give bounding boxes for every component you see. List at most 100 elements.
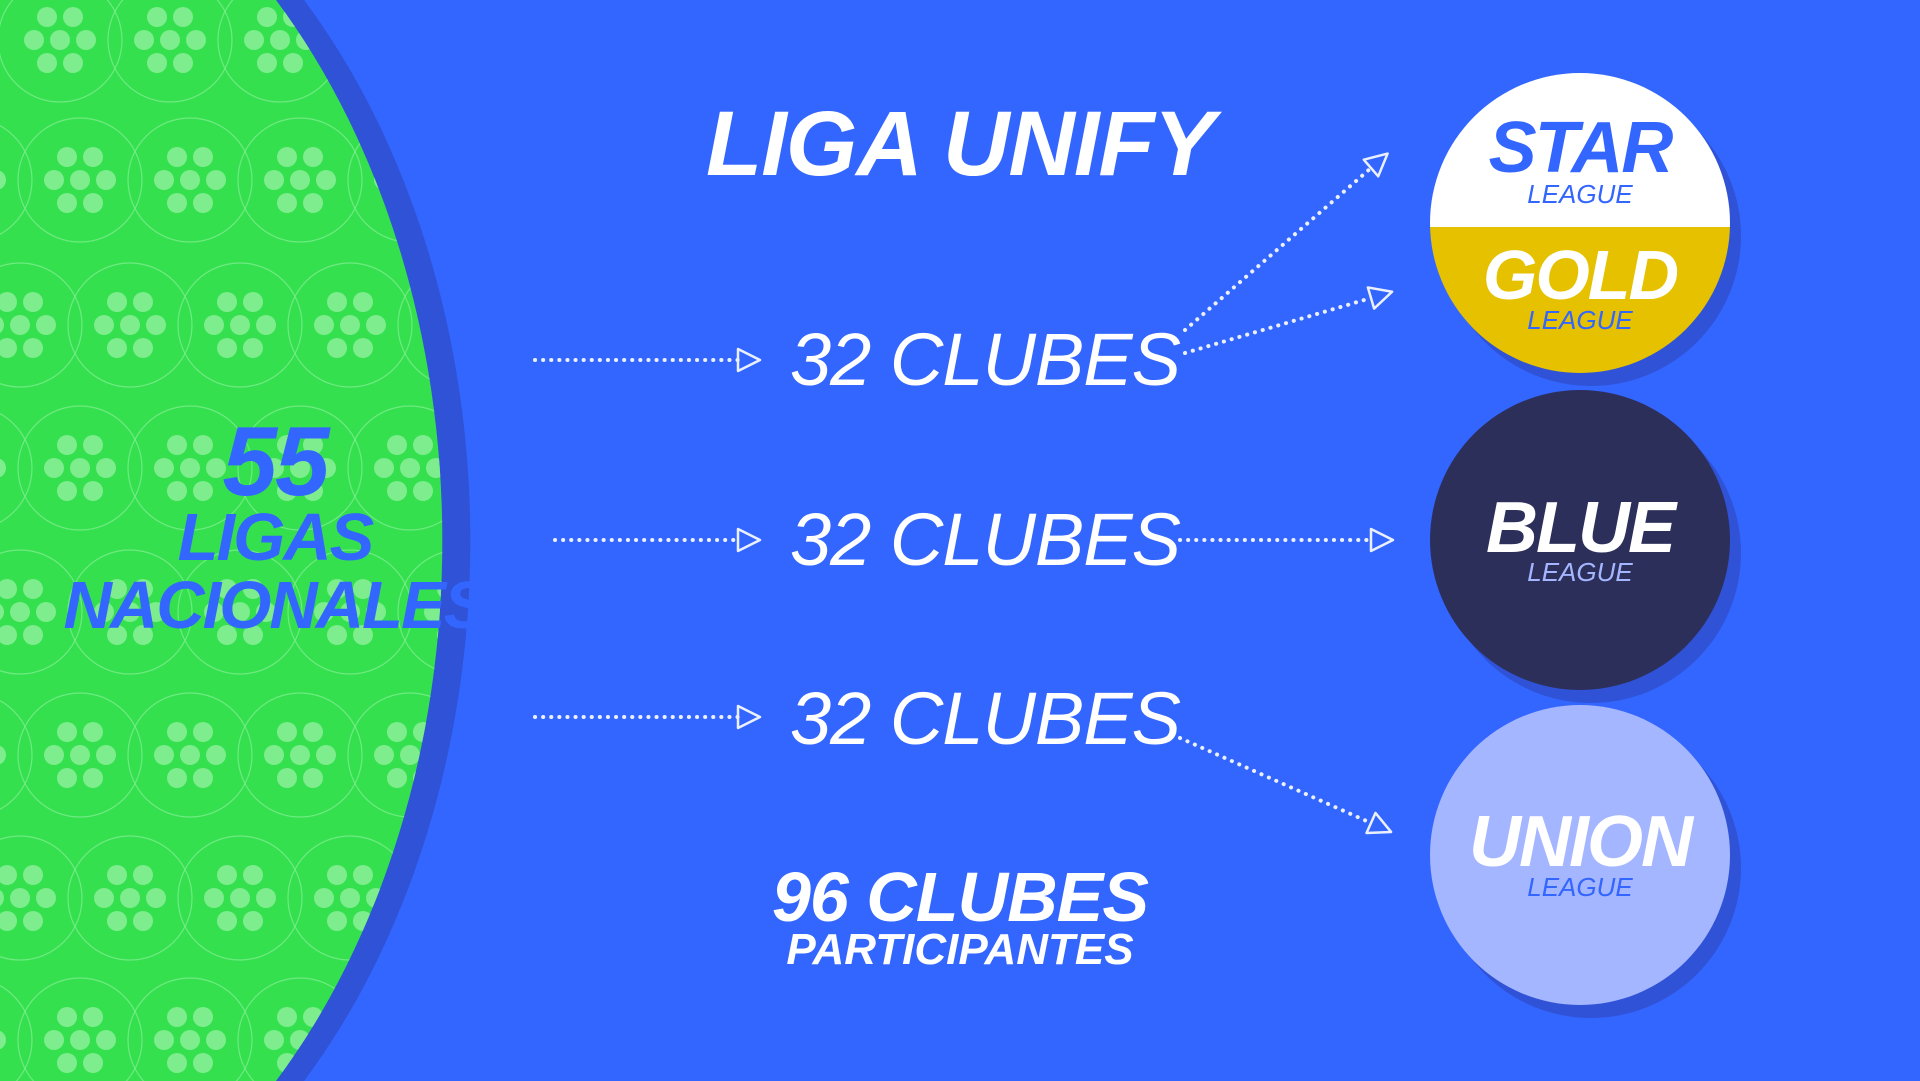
ball-dot — [107, 911, 127, 931]
ball-dot — [133, 338, 153, 358]
ball-dot — [57, 193, 77, 213]
ball-dot — [94, 315, 114, 335]
ball-dot — [277, 481, 297, 501]
ball-dot — [256, 602, 276, 622]
ball-dot — [277, 768, 297, 788]
ball-dot — [217, 625, 237, 645]
ball-dot — [76, 30, 96, 50]
ball-dot — [413, 1053, 433, 1073]
ball-outline — [107, 0, 233, 103]
blue-league-subtitle: LEAGUE — [1527, 557, 1633, 587]
ball-outline — [0, 692, 33, 818]
ball-dot — [243, 911, 263, 931]
ball-dot — [327, 911, 347, 931]
ball-dot — [206, 458, 226, 478]
ball-dot — [230, 888, 250, 908]
ball-dot — [290, 170, 310, 190]
ball-dot — [23, 865, 43, 885]
ball-dot — [154, 170, 174, 190]
ball-dot — [167, 147, 187, 167]
ball-dot — [0, 458, 6, 478]
ball-dot — [107, 338, 127, 358]
ball-dot — [366, 602, 386, 622]
ball-dot — [340, 602, 360, 622]
national-leagues-label-line1: LIGAS — [177, 500, 375, 575]
ball-dot — [270, 30, 290, 50]
ball-dot — [206, 745, 226, 765]
ball-dot — [193, 722, 213, 742]
ball-dot — [413, 193, 433, 213]
ball-dot — [413, 435, 433, 455]
ball-dot — [180, 745, 200, 765]
ball-dot — [180, 458, 200, 478]
ball-dot — [340, 888, 360, 908]
ball-dot — [424, 888, 443, 908]
ball-dot — [264, 1030, 284, 1050]
ball-dot — [107, 865, 127, 885]
ball-dot — [10, 602, 30, 622]
ball-dot — [340, 315, 360, 335]
ball-outline — [177, 835, 303, 961]
ball-dot — [70, 745, 90, 765]
national-leagues-count: 55 — [222, 406, 329, 516]
ball-dot — [36, 888, 56, 908]
ball-dot — [0, 338, 17, 358]
ball-dot — [426, 170, 443, 190]
ball-dot — [167, 1007, 187, 1027]
ball-dot — [36, 602, 56, 622]
ball-dot — [96, 458, 116, 478]
ball-dot — [327, 338, 347, 358]
ball-dot — [243, 865, 263, 885]
ball-dot — [83, 1053, 103, 1073]
ball-dot — [133, 625, 153, 645]
ball-dot — [400, 1030, 420, 1050]
ball-dot — [387, 722, 407, 742]
dotted-ball-icon — [0, 0, 483, 1081]
ball-dot — [167, 193, 187, 213]
ball-dot — [147, 53, 167, 73]
ball-dot — [204, 888, 224, 908]
ball-dot — [217, 292, 237, 312]
ball-dot — [257, 53, 277, 73]
ball-dot — [327, 292, 347, 312]
ball-dot — [437, 865, 443, 885]
ball-dot — [353, 865, 373, 885]
ball-outline — [0, 835, 83, 961]
ball-dot — [413, 147, 433, 167]
ball-dot — [133, 865, 153, 885]
ball-dot — [277, 435, 297, 455]
ball-dot — [303, 193, 323, 213]
ball-dot — [167, 435, 187, 455]
ball-dot — [353, 579, 373, 599]
ball-dot — [44, 745, 64, 765]
ball-dot — [217, 865, 237, 885]
ball-dot — [204, 315, 224, 335]
ball-dot — [57, 147, 77, 167]
ball-outline — [17, 405, 143, 531]
ball-outline — [67, 835, 193, 961]
ball-dot — [244, 30, 264, 50]
green-area — [0, 0, 443, 1081]
ball-dot — [57, 722, 77, 742]
ball-outline — [127, 405, 253, 531]
gold-league-subtitle: LEAGUE — [1527, 305, 1633, 335]
ball-outline — [127, 117, 253, 243]
ball-dot — [36, 315, 56, 335]
ball-dot — [23, 292, 43, 312]
ball-dot — [463, 911, 483, 931]
ball-dot — [256, 888, 276, 908]
ball-dot — [24, 30, 44, 50]
ball-dot — [303, 722, 323, 742]
ball-outline — [0, 0, 123, 103]
national-leagues-label-line2: NACIONALES — [63, 568, 489, 643]
ball-dot — [57, 435, 77, 455]
ball-dot — [424, 602, 443, 622]
ball-dot — [94, 888, 114, 908]
ball-dot — [277, 147, 297, 167]
ball-dot — [264, 170, 284, 190]
ball-dot — [257, 7, 277, 27]
ball-dot — [264, 458, 284, 478]
ball-dot — [70, 170, 90, 190]
ball-dot — [107, 292, 127, 312]
